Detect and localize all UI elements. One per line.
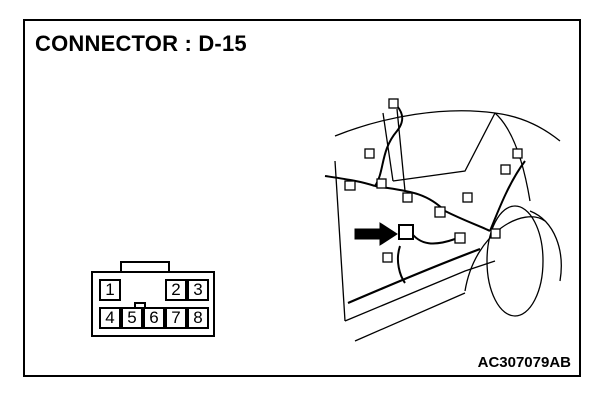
pin-6: 6 xyxy=(143,307,165,329)
harness-connector xyxy=(454,232,466,244)
pointer-arrow xyxy=(354,222,398,246)
harness-branch-3 xyxy=(489,160,526,232)
harness-main xyxy=(347,247,481,305)
harness-connector xyxy=(402,192,413,203)
target-connector xyxy=(398,224,414,240)
harness-branch-1 xyxy=(374,105,404,187)
harness-connector xyxy=(382,252,393,263)
pin-8: 8 xyxy=(187,307,209,329)
connector-face-diagram: 1 2 3 4 5 6 7 8 xyxy=(91,261,215,339)
harness-connector xyxy=(376,178,387,189)
connector-lock-tab xyxy=(120,261,170,271)
diagram-frame: CONNECTOR : D-15 xyxy=(23,19,581,377)
pin-3: 3 xyxy=(187,279,209,301)
roof-line xyxy=(334,110,561,142)
figure-id: AC307079AB xyxy=(477,354,571,371)
window-frame xyxy=(392,112,496,182)
wheel xyxy=(486,205,544,317)
harness-branch-2 xyxy=(374,185,491,232)
sill-line xyxy=(344,260,496,322)
harness-connector xyxy=(462,192,473,203)
harness-connector xyxy=(434,206,446,218)
vehicle-harness-illustration xyxy=(324,98,562,342)
pin-1: 1 xyxy=(99,279,121,301)
lower-line xyxy=(354,292,466,342)
pin-4: 4 xyxy=(99,307,121,329)
connector-key xyxy=(134,302,146,308)
rear-bumper xyxy=(529,210,562,282)
harness-connector xyxy=(344,180,356,191)
pin-2: 2 xyxy=(165,279,187,301)
harness-connector xyxy=(490,228,501,239)
harness-connector xyxy=(364,148,375,159)
connector-housing: 1 2 3 4 5 6 7 8 xyxy=(91,271,215,337)
harness-connector xyxy=(512,148,523,159)
harness-branch-5 xyxy=(324,175,376,187)
harness-branch-6 xyxy=(396,245,406,284)
floor-line xyxy=(334,160,346,322)
harness-connector xyxy=(500,164,511,175)
harness-branch-4 xyxy=(409,230,456,245)
pin-7: 7 xyxy=(165,307,187,329)
wheel-arch xyxy=(464,216,546,292)
door-line xyxy=(396,108,406,192)
harness-connector xyxy=(388,98,399,109)
connector-title: CONNECTOR : D-15 xyxy=(35,31,247,56)
pin-5: 5 xyxy=(121,307,143,329)
